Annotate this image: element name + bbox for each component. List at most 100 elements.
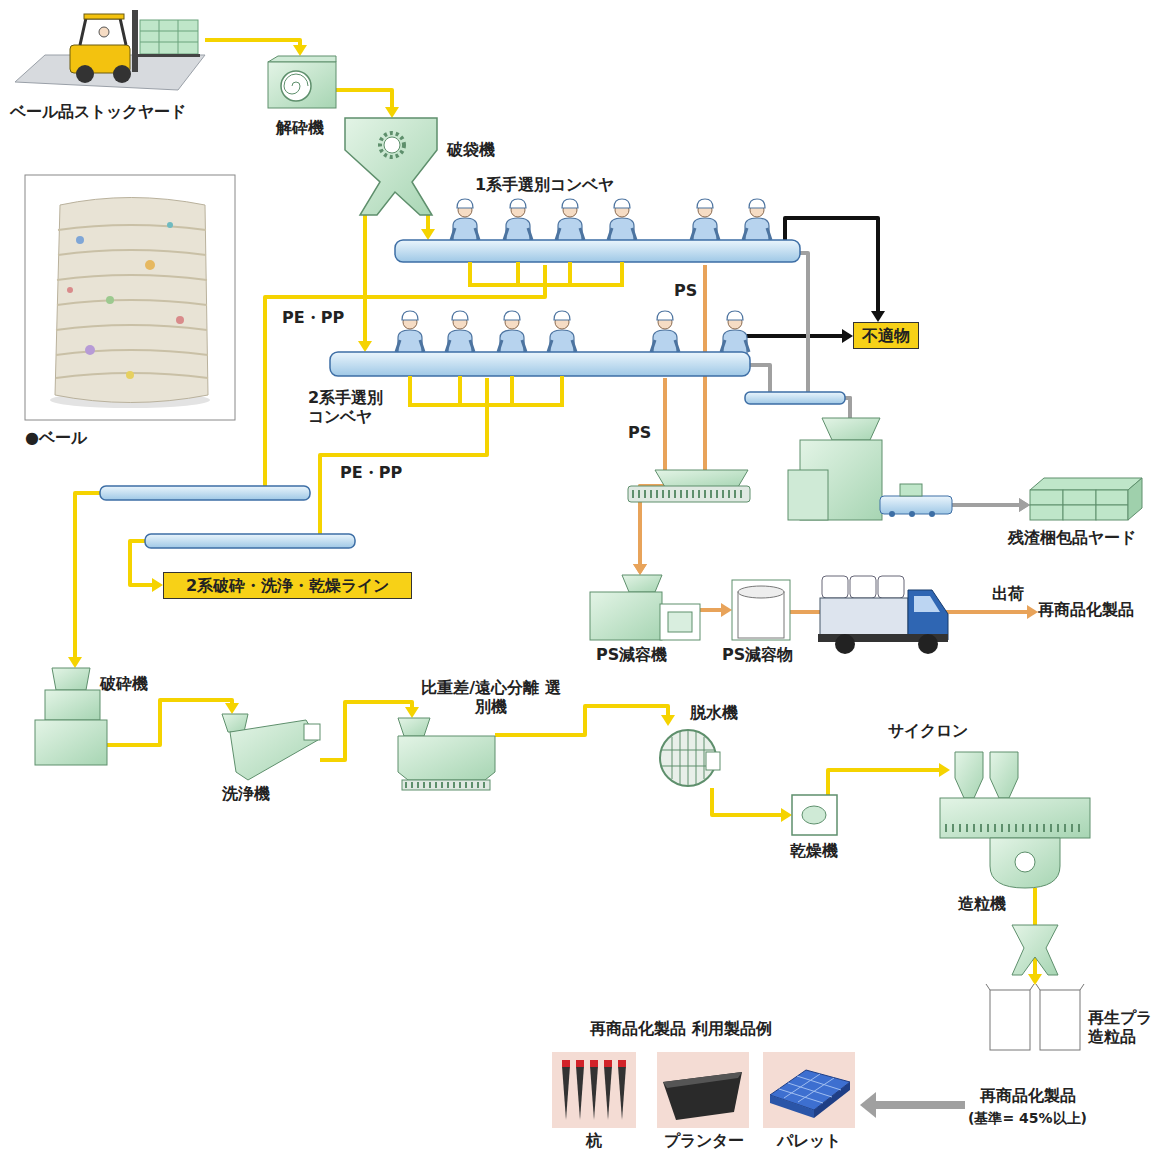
residue-compactor-part bbox=[909, 511, 915, 517]
flow-arrow bbox=[633, 265, 705, 575]
forklift-illustration bbox=[15, 10, 205, 90]
ps-compactor-illustration-part bbox=[622, 575, 662, 592]
conveyor-belts-part bbox=[330, 352, 750, 376]
bale-photo-part bbox=[56, 225, 208, 378]
bale-photo bbox=[25, 175, 235, 420]
product-stake-illustration-part bbox=[576, 1066, 584, 1120]
edge-label: PE・PP bbox=[280, 308, 346, 327]
arrow-head bbox=[152, 578, 163, 592]
product-planter-illustration-part bbox=[657, 1052, 749, 1128]
ps-hopper-part bbox=[655, 470, 748, 487]
worker-figures-part bbox=[498, 311, 526, 356]
worker-figures-part bbox=[691, 199, 719, 244]
label-slot: 破袋機 bbox=[447, 140, 495, 159]
arrow-head bbox=[721, 603, 732, 617]
label-slot: PS減容物 bbox=[722, 645, 793, 664]
edge-label: PE・PP bbox=[338, 463, 404, 482]
separator: 比重差/遠心分離 選別機 bbox=[395, 718, 495, 790]
residue-blocks-part bbox=[1063, 505, 1096, 520]
separator-illustration-part bbox=[398, 718, 430, 736]
arrow-head bbox=[842, 329, 853, 343]
bag-breaker: 破袋機 bbox=[345, 118, 437, 215]
bag-breaker-illustration-part bbox=[384, 137, 400, 153]
label-slot: 比重差/遠心分離 選別機 bbox=[418, 678, 564, 716]
pellet-bags: 再生プラ 造粒品再商品化製品(基準= 45%以上) bbox=[965, 985, 1100, 1130]
washer: 洗浄機 bbox=[218, 714, 320, 780]
residue-compactor-part bbox=[929, 511, 935, 517]
cyclone: サイクロン bbox=[950, 752, 1025, 800]
arrow-head bbox=[633, 564, 647, 575]
residue-blocks-part bbox=[1030, 505, 1063, 520]
arrow-head bbox=[405, 707, 419, 718]
flow-arrow bbox=[336, 90, 399, 118]
dryer-illustration bbox=[792, 795, 837, 835]
product-label: 再商品化製品 bbox=[1038, 600, 1134, 619]
cyclone-illustration-part bbox=[945, 824, 1085, 832]
residue-blocks-part bbox=[1096, 505, 1128, 520]
label-slot: 脱水機 bbox=[690, 703, 738, 722]
node-label: プランター bbox=[664, 1131, 744, 1150]
shredder-illustration-part bbox=[35, 720, 107, 765]
flow-arrow bbox=[358, 215, 372, 352]
bale-photo-part bbox=[67, 287, 73, 293]
arrow-head bbox=[1019, 498, 1030, 512]
forklift-illustration-part bbox=[132, 10, 138, 72]
ps-product: PS減容物 bbox=[732, 580, 790, 640]
bale-photo-part bbox=[176, 316, 184, 324]
flow-arrow bbox=[107, 700, 239, 745]
product-planter-illustration-part bbox=[663, 1072, 742, 1120]
product-planter-illustration-part bbox=[663, 1072, 742, 1088]
product-stake-illustration-part bbox=[562, 1060, 570, 1067]
arrow-head bbox=[781, 808, 792, 822]
worker-figures-part bbox=[504, 199, 532, 244]
reject-box: 不適物 bbox=[853, 322, 919, 349]
worker-figures-part bbox=[743, 199, 771, 244]
ps-hopper-part bbox=[628, 486, 750, 502]
arrow-head bbox=[421, 229, 435, 240]
arrow-head bbox=[871, 311, 885, 322]
node-label: 破袋機 bbox=[447, 140, 495, 159]
bale-photo-part bbox=[126, 371, 134, 379]
arrow-head bbox=[661, 715, 675, 726]
truck-illustration bbox=[818, 576, 948, 654]
washer-illustration bbox=[222, 714, 320, 780]
ps-compactor-illustration bbox=[590, 575, 700, 640]
node-label: 再生プラ 造粒品 bbox=[1088, 1008, 1166, 1046]
product-examples: 再商品化製品 利用製品例杭プランターパレット bbox=[548, 1016, 860, 1152]
residue-blocks bbox=[1030, 478, 1142, 520]
bale-photo-part bbox=[106, 296, 114, 304]
crusher-illustration-part bbox=[268, 56, 336, 62]
truck-illustration-part bbox=[850, 576, 876, 598]
dehydrator-illustration bbox=[660, 730, 720, 786]
residue-blocks-part bbox=[1128, 478, 1142, 520]
cyclone-illustration-part bbox=[990, 752, 1018, 798]
flow-line bbox=[712, 788, 784, 815]
ps-hopper bbox=[628, 470, 750, 502]
edge-label-slot: PE・PP bbox=[280, 308, 346, 327]
product-pallet-illustration bbox=[763, 1052, 855, 1128]
crusher-illustration bbox=[268, 56, 336, 108]
ps-product-illustration-part bbox=[738, 592, 784, 638]
separator-illustration-part bbox=[405, 782, 487, 788]
node-label: ベール品ストックヤード bbox=[10, 102, 186, 121]
residue-compactor bbox=[788, 418, 952, 520]
node-label: 杭 bbox=[586, 1131, 602, 1150]
product-stake-illustration bbox=[552, 1052, 636, 1128]
pickup-chutes-part bbox=[468, 262, 624, 285]
node-label: 乾燥機 bbox=[790, 841, 838, 860]
forklift-illustration-part bbox=[99, 27, 109, 37]
label-slot: ●ベール bbox=[25, 428, 87, 447]
node-label: 再商品化製品 bbox=[1038, 600, 1134, 619]
crusher-machine: 解砕機 bbox=[268, 56, 336, 108]
bale-photo-part bbox=[76, 236, 84, 244]
flow-line bbox=[336, 90, 392, 110]
bale-photo: ●ベール bbox=[25, 175, 235, 420]
product-pallet: パレット bbox=[763, 1052, 855, 1128]
residue-blocks-part bbox=[1030, 478, 1142, 490]
stock-yard: ベール品ストックヤード bbox=[15, 12, 205, 90]
node-label: ●ベール bbox=[25, 428, 87, 447]
crusher-illustration-part bbox=[284, 74, 308, 94]
label-slot: 再商品化製品 bbox=[980, 1086, 1076, 1105]
residue-compactor-part bbox=[822, 418, 880, 440]
